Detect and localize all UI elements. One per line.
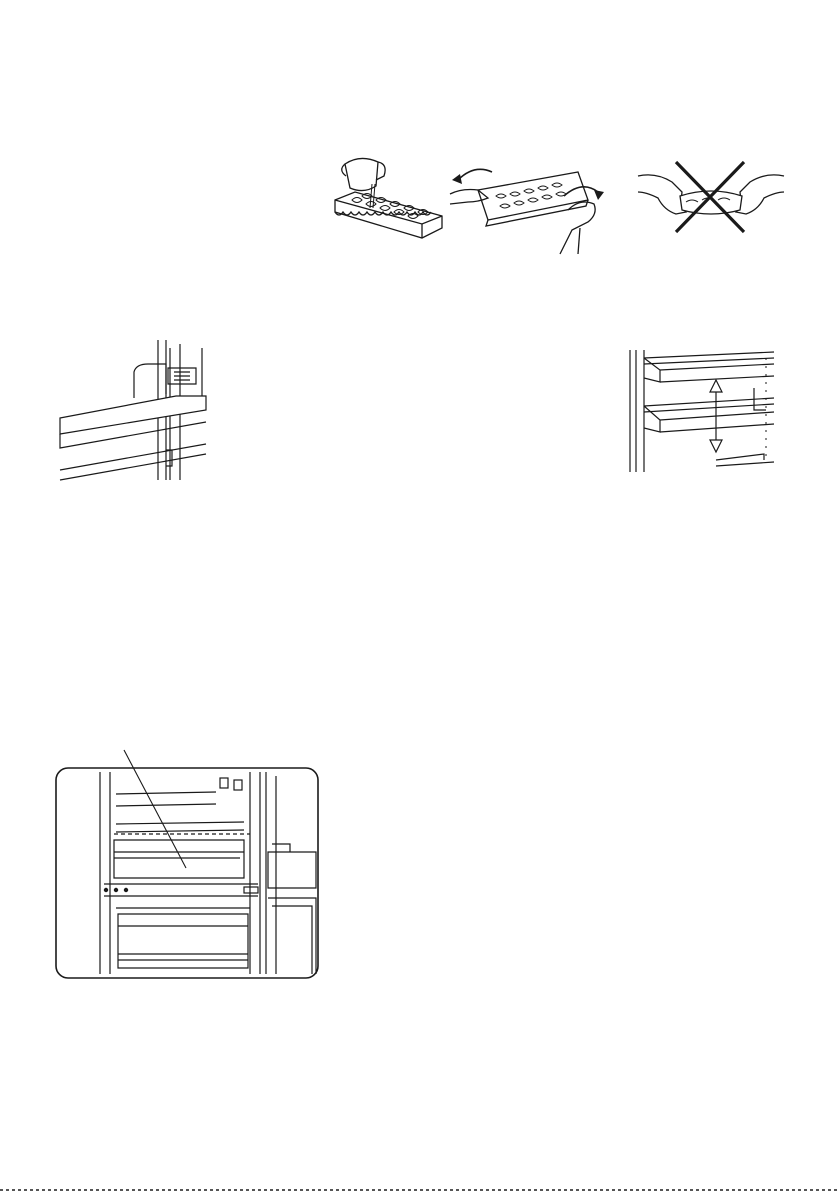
ice-tray-prohibited-icon xyxy=(636,158,786,238)
door-shelf-icon xyxy=(56,338,212,484)
ice-tray-no-figure xyxy=(636,158,786,238)
fridge-drawer-icon xyxy=(54,748,322,982)
page-bottom-edge xyxy=(0,1188,840,1192)
ice-tray-twist-figure xyxy=(448,150,608,256)
ice-tray-twist-icon xyxy=(448,150,608,256)
ice-tray-fill-figure xyxy=(330,150,448,242)
adjustable-shelves-figure xyxy=(624,348,780,476)
door-balcony-figure xyxy=(56,338,212,484)
shelf-adjust-icon xyxy=(624,348,780,476)
fridge-interior-figure xyxy=(54,748,322,982)
ice-tray-fill-icon xyxy=(330,150,448,242)
